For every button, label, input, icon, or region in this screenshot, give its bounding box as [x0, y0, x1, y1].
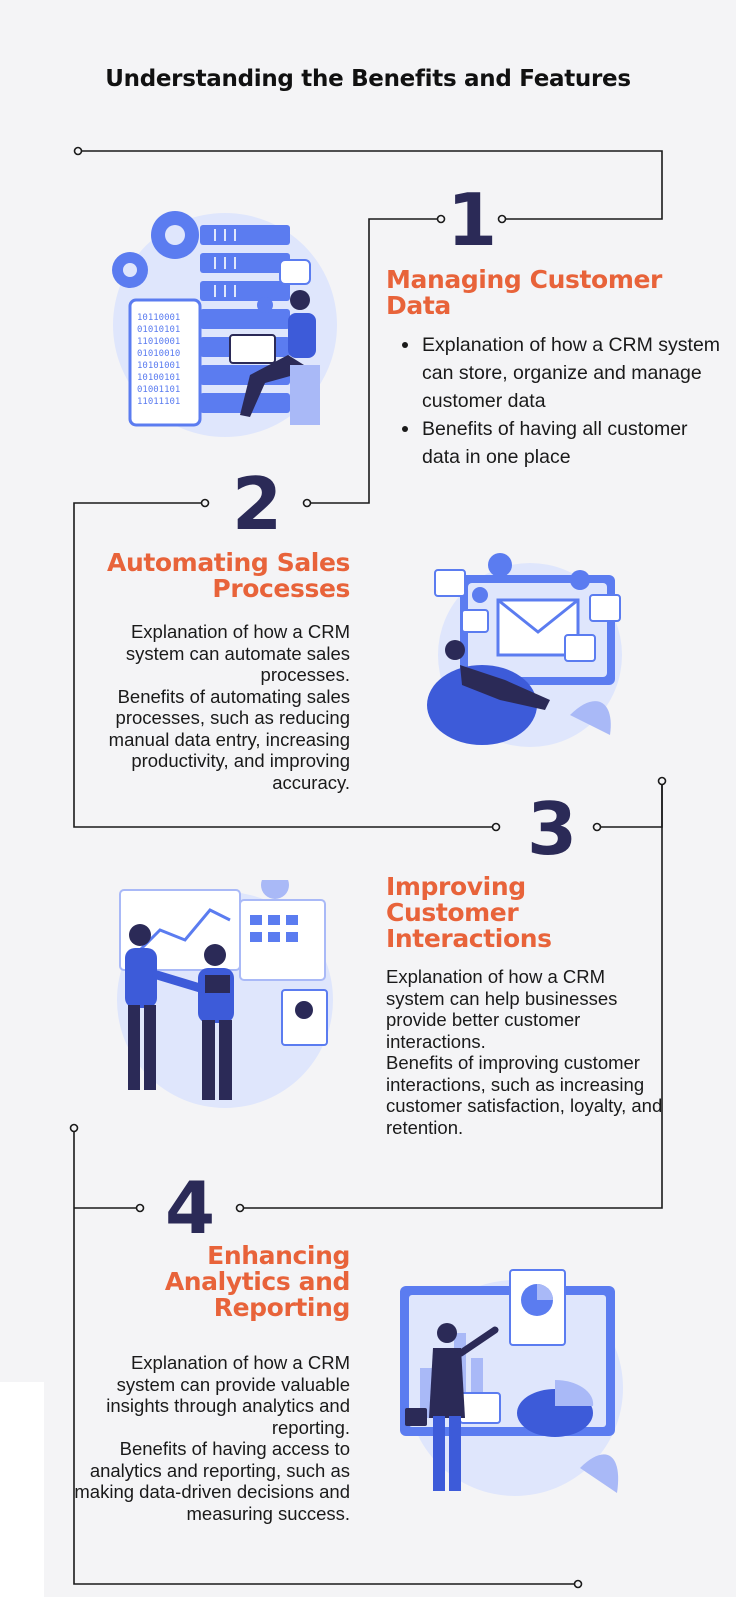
section-heading: Enhancing Analytics and Reporting — [164, 1241, 351, 1322]
handshake-illustration — [117, 880, 333, 1108]
section-heading: Managing Customer Data — [386, 265, 662, 320]
section-number: 2 — [232, 462, 283, 546]
server-binary-illustration: 10110001 01010101 11010001 01010010 101010… — [112, 211, 337, 437]
analytics-presentation-illustration — [400, 1269, 623, 1496]
svg-text:10100101: 10100101 — [137, 373, 180, 383]
svg-text:10101001: 10101001 — [137, 361, 180, 371]
email-automation-illustration — [427, 553, 622, 747]
section-heading: Improving Customer Interactions — [386, 872, 552, 953]
svg-text:01010101: 01010101 — [137, 325, 180, 335]
svg-text:11011101: 11011101 — [137, 397, 180, 407]
svg-text:11010001: 11010001 — [137, 337, 180, 347]
svg-text:01001101: 01001101 — [137, 385, 180, 395]
section-body: Explanation of how a CRM system can help… — [386, 966, 663, 1138]
svg-text:01010010: 01010010 — [137, 349, 180, 359]
list-item: Benefits of having all customer data in … — [402, 415, 722, 471]
list-item: Explanation of how a CRM system can stor… — [402, 331, 722, 415]
section-number: 4 — [165, 1166, 216, 1250]
section-body: Explanation of how a CRM system can auto… — [108, 621, 350, 793]
white-block — [0, 1382, 44, 1597]
section-heading: Automating Sales Processes — [107, 548, 350, 603]
svg-text:10110001: 10110001 — [137, 313, 180, 323]
bullet-list: Explanation of how a CRM system can stor… — [386, 331, 722, 471]
section-number: 3 — [527, 787, 578, 871]
section-number: 1 — [447, 178, 498, 262]
page-title: Understanding the Benefits and Features — [105, 66, 631, 92]
section-body: Explanation of how a CRM system can prov… — [74, 1352, 350, 1524]
